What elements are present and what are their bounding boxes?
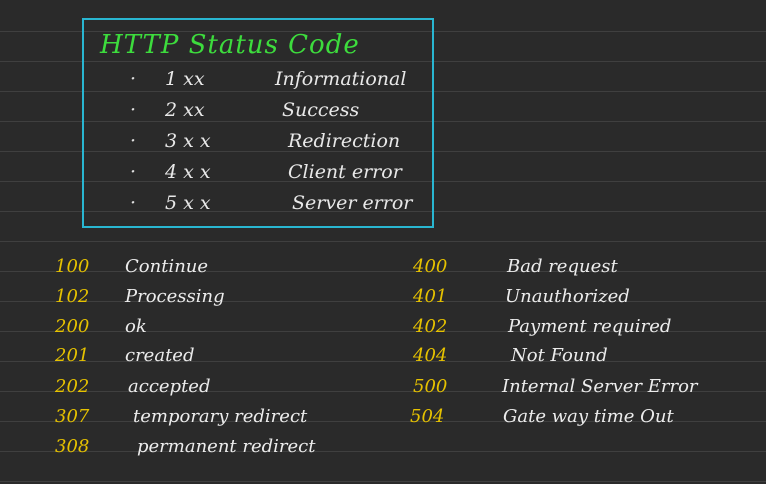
status-code-row: 200 ok [55, 316, 355, 346]
code-label: temporary redirect [133, 406, 308, 427]
bullet: · [130, 99, 137, 121]
code-number: 404 [413, 345, 448, 366]
category-name: Server error [292, 192, 413, 214]
code-number: 500 [413, 376, 448, 397]
code-label: permanent redirect [137, 436, 316, 457]
code-label: Not Found [511, 345, 608, 366]
code-number: 200 [55, 316, 90, 337]
code-number: 100 [55, 256, 90, 277]
status-code-row: 504 Gate way time Out [410, 406, 750, 436]
category-range: 1 xx [165, 68, 205, 90]
status-code-row: 102 Processing [55, 286, 355, 316]
category-row: · 1 xx Informational [0, 68, 440, 98]
status-code-row: 404 Not Found [413, 345, 753, 375]
status-code-row: 401 Unauthorized [413, 286, 753, 316]
category-range: 3 x x [165, 130, 211, 152]
status-code-row: 202 accepted [55, 376, 355, 406]
code-number: 307 [55, 406, 90, 427]
code-number: 504 [410, 406, 445, 427]
category-name: Success [282, 99, 360, 121]
code-number: 102 [55, 286, 90, 307]
category-name: Redirection [288, 130, 401, 152]
code-number: 202 [55, 376, 90, 397]
code-number: 401 [413, 286, 448, 307]
code-number: 402 [413, 316, 448, 337]
code-label: Processing [125, 286, 225, 307]
code-label: Internal Server Error [502, 376, 698, 397]
code-number: 201 [55, 345, 90, 366]
code-label: Payment required [508, 316, 672, 337]
category-range: 2 xx [165, 99, 205, 121]
category-row: · 5 x x Server error [0, 192, 440, 222]
status-code-row: 308 permanent redirect [55, 436, 355, 466]
category-row: · 3 x x Redirection [0, 130, 440, 160]
code-label: ok [125, 316, 147, 337]
status-code-row: 402 Payment required [413, 316, 753, 346]
code-label: accepted [128, 376, 211, 397]
bullet: · [130, 68, 137, 90]
code-label: created [125, 345, 195, 366]
category-name: Client error [288, 161, 402, 183]
category-row: · 4 x x Client error [0, 161, 440, 191]
code-label: Bad request [507, 256, 618, 277]
code-number: 400 [413, 256, 448, 277]
code-label: Unauthorized [505, 286, 630, 307]
box-title: HTTP Status Code [100, 30, 360, 60]
status-code-row: 500 Internal Server Error [413, 376, 753, 406]
code-label: Gate way time Out [503, 406, 674, 427]
category-range: 4 x x [165, 161, 211, 183]
status-code-row: 100 Continue [55, 256, 355, 286]
status-code-row: 400 Bad request [413, 256, 753, 286]
code-number: 308 [55, 436, 90, 457]
status-code-box [82, 18, 434, 228]
category-name: Informational [275, 68, 407, 90]
code-label: Continue [125, 256, 209, 277]
bullet: · [130, 130, 137, 152]
status-code-row: 307 temporary redirect [55, 406, 355, 436]
category-range: 5 x x [165, 192, 211, 214]
category-row: · 2 xx Success [0, 99, 440, 129]
bullet: · [130, 161, 137, 183]
bullet: · [130, 192, 137, 214]
status-code-row: 201 created [55, 345, 355, 375]
